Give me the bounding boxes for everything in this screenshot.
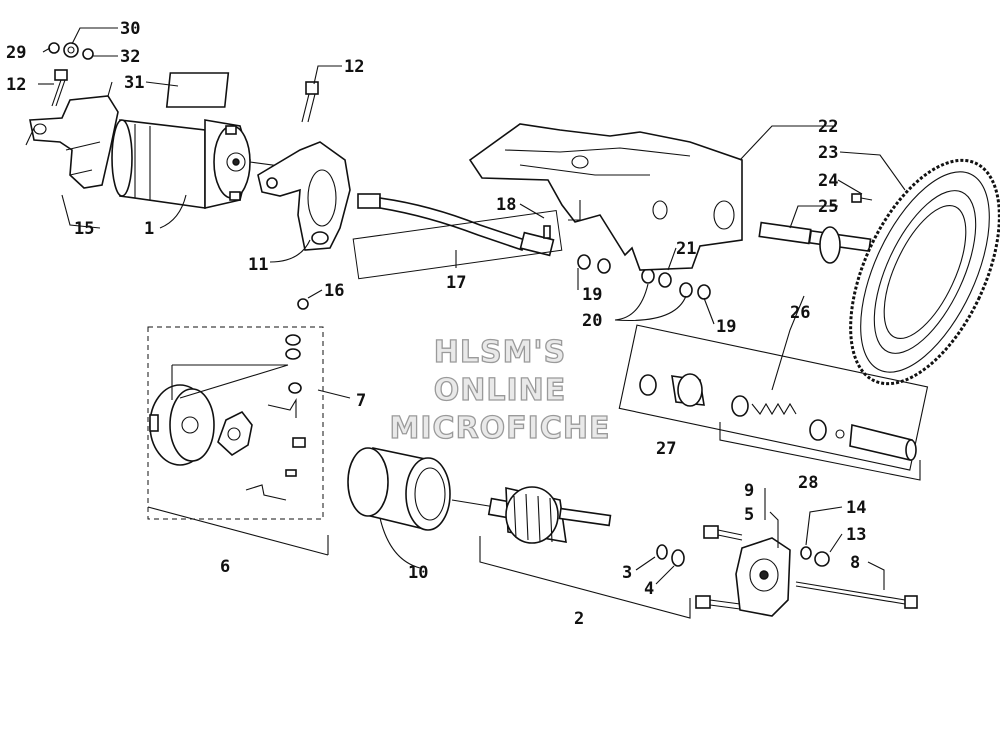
ring-gear — [849, 158, 1000, 386]
motor-housing — [347, 447, 451, 531]
callout-12-left: 12 — [6, 75, 26, 95]
callout-17: 17 — [446, 273, 466, 293]
bulkhead-plate — [468, 123, 743, 271]
screw-24 — [851, 193, 873, 203]
callout-8: 8 — [850, 553, 860, 573]
callout-25: 25 — [818, 197, 838, 217]
through-bolt-8 — [795, 581, 918, 609]
callout-31: 31 — [124, 73, 144, 93]
bolt-12-left — [51, 69, 68, 107]
end-cap-pointers — [171, 364, 289, 400]
callout-1: 1 — [144, 219, 154, 239]
rear-bracket — [257, 141, 351, 251]
nut-washer-set — [48, 42, 94, 60]
bracket-6 — [147, 506, 329, 556]
callout-11: 11 — [248, 255, 268, 275]
axis-line-housing — [451, 499, 496, 508]
callout-7: 7 — [356, 391, 366, 411]
callout-14: 14 — [846, 498, 866, 518]
callout-13: 13 — [846, 525, 866, 545]
callout-26: 26 — [790, 303, 810, 323]
callout-labels: 29 30 32 31 12 12 15 1 11 17 18 19 20 21… — [6, 19, 866, 629]
callout-15: 15 — [74, 219, 94, 239]
bolt-12-right — [301, 81, 319, 123]
starter-cable — [357, 193, 555, 257]
watermark: HLSM'S ONLINE MICROFICHE — [389, 334, 611, 446]
callout-10: 10 — [408, 563, 428, 583]
callout-16: 16 — [324, 281, 344, 301]
watermark-line-1: HLSM'S — [434, 335, 566, 370]
mounting-bracket — [25, 81, 119, 189]
callout-9: 9 — [744, 481, 754, 501]
cable-group-bracket — [352, 210, 563, 280]
callout-18: 18 — [496, 195, 516, 215]
callout-2: 2 — [574, 609, 584, 629]
callout-32: 32 — [120, 47, 140, 67]
callout-29: 29 — [6, 43, 26, 63]
brush-end-cap — [149, 384, 215, 466]
brush-group-box — [147, 326, 324, 520]
callout-12-right: 12 — [344, 57, 364, 77]
bracket-2 — [479, 536, 691, 619]
callout-4: 4 — [644, 579, 654, 599]
callout-28: 28 — [798, 473, 818, 493]
bracket-28 — [719, 422, 921, 481]
starter-motor — [111, 119, 251, 210]
callout-21: 21 — [676, 239, 696, 259]
callout-23: 23 — [818, 143, 838, 163]
callout-20: 20 — [582, 311, 602, 331]
callout-19-left: 19 — [582, 285, 602, 305]
small-hardware-7 — [245, 298, 309, 501]
watermark-line-2: ONLINE — [434, 373, 567, 408]
callout-27: 27 — [656, 439, 676, 459]
drive-shaft — [758, 221, 872, 264]
nut-and-washer — [800, 546, 830, 567]
armature-washers — [656, 544, 685, 567]
callout-5: 5 — [744, 505, 754, 525]
leader-lines — [38, 27, 906, 590]
washers — [577, 254, 711, 300]
callout-6: 6 — [220, 557, 230, 577]
cover-bolt-lower — [695, 595, 741, 610]
decal-label — [165, 72, 230, 108]
brush-plate — [217, 410, 253, 457]
callout-19-right: 19 — [716, 317, 736, 337]
callout-30: 30 — [120, 19, 140, 39]
bendix-kit — [618, 324, 929, 471]
callout-22: 22 — [818, 117, 838, 137]
cover-bolt-9 — [703, 525, 743, 541]
callout-3: 3 — [622, 563, 632, 583]
armature — [487, 486, 612, 544]
callout-24: 24 — [818, 171, 838, 191]
drive-end-cover — [735, 537, 791, 617]
watermark-line-3: MICROFICHE — [390, 411, 611, 446]
